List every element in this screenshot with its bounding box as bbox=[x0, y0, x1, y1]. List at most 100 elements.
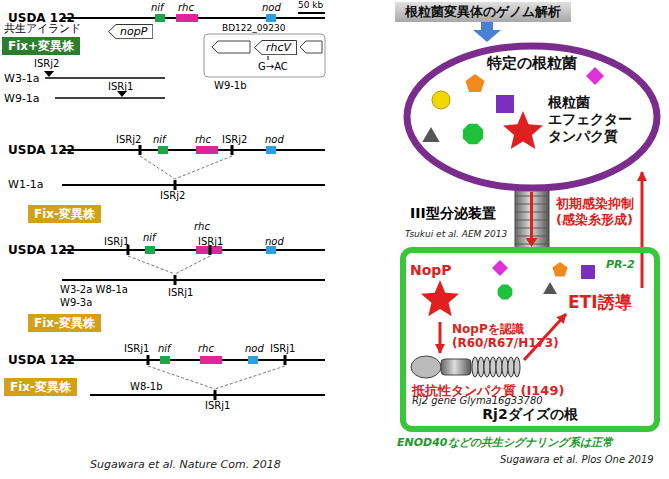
nif-region bbox=[155, 14, 165, 22]
mutant-genome-line bbox=[62, 184, 325, 186]
effector-triangle bbox=[543, 282, 557, 294]
label-text: nod bbox=[245, 343, 264, 355]
resistance-protein-head bbox=[411, 356, 441, 378]
label-text: USDA 122 bbox=[8, 353, 75, 367]
rhc-region bbox=[176, 14, 198, 22]
label-text: nif bbox=[151, 2, 164, 14]
label-text: ENOD40などの共生シグナリング系は正常 bbox=[397, 436, 613, 449]
nod-region bbox=[266, 246, 276, 254]
effector-circle bbox=[432, 91, 450, 109]
insertion-sequence bbox=[174, 180, 177, 190]
lrr-coil bbox=[508, 357, 514, 377]
zoom-frame bbox=[204, 34, 325, 77]
banner-box: 根粒菌変異体のゲノム解析 bbox=[395, 2, 571, 22]
lrr-coil bbox=[478, 357, 484, 377]
label-text: nif bbox=[158, 343, 171, 355]
label-text: ISRj1 bbox=[205, 400, 230, 412]
node-text: 根粒菌変異体のゲノム解析 bbox=[405, 4, 561, 20]
lrr-coil bbox=[502, 357, 508, 377]
label-text: Tsukui et al. AEM 2013 bbox=[405, 229, 507, 240]
node-text: Fix+変異株 bbox=[8, 39, 74, 53]
gene-arrow-box: nopP bbox=[108, 24, 153, 39]
label-text: NopP bbox=[410, 262, 452, 279]
label-text: NopPを認識 (R60/R67/H173) bbox=[452, 322, 559, 351]
nif-region bbox=[160, 356, 170, 364]
insertion-sequence bbox=[174, 275, 177, 285]
gene-arrow-box: rhcV bbox=[254, 40, 297, 55]
cell-illustration bbox=[411, 172, 642, 378]
effector-octagon bbox=[463, 124, 483, 144]
effector-square bbox=[496, 95, 514, 113]
gene-arrow bbox=[212, 41, 250, 53]
lrr-coil bbox=[496, 357, 502, 377]
deletion-guide bbox=[175, 156, 232, 179]
effector-square bbox=[581, 265, 595, 279]
fix-plus-box: Fix+変異株 bbox=[2, 37, 80, 55]
nif-region bbox=[158, 146, 168, 154]
soybean-root-box: Rj2ダイズの根 bbox=[400, 247, 660, 432]
effector-star bbox=[503, 111, 543, 149]
node-text: Rj2ダイズの根 bbox=[406, 406, 654, 423]
type-three-secretion-system bbox=[515, 188, 549, 250]
rhc-region bbox=[200, 356, 222, 364]
effector-octagon bbox=[498, 285, 513, 300]
effector-star bbox=[421, 280, 459, 316]
node-text: Fix-変異株 bbox=[10, 380, 71, 394]
label-text: ISRj2 bbox=[160, 190, 185, 202]
rhc-region bbox=[196, 146, 218, 154]
label-text: ISRj1 bbox=[168, 287, 193, 299]
nod-region bbox=[266, 146, 276, 154]
lrr-coil bbox=[472, 357, 478, 377]
label-text: W3-1a bbox=[4, 72, 40, 85]
label-text: 50 kb bbox=[298, 0, 323, 11]
mutation-tick bbox=[268, 56, 269, 60]
genome-line bbox=[62, 149, 325, 151]
label-text: ISRj2 bbox=[116, 134, 141, 146]
label-text: BD122_09230 bbox=[222, 23, 285, 34]
label-text: W9-3a bbox=[60, 297, 92, 309]
connector-line bbox=[481, 22, 493, 31]
label-text: W1-1a bbox=[8, 178, 44, 191]
deletion-guide bbox=[140, 156, 175, 179]
signal-arrow bbox=[439, 322, 442, 353]
effector-diamond bbox=[586, 67, 604, 85]
effector-pentagon bbox=[552, 262, 567, 276]
label-text: rhc bbox=[198, 343, 214, 355]
mutant-genome-line bbox=[62, 279, 325, 281]
effector-pentagon bbox=[465, 74, 484, 92]
resistance-protein-body bbox=[441, 359, 471, 375]
label-text: PR-2 bbox=[606, 258, 635, 271]
connector-arrow bbox=[473, 22, 501, 42]
lrr-coil bbox=[490, 357, 496, 377]
label-text: Sugawara et al. Plos One 2019 bbox=[500, 454, 654, 466]
lrr-coil bbox=[484, 357, 490, 377]
insertion-sequence bbox=[147, 355, 150, 365]
rhc-region bbox=[196, 246, 222, 254]
gene-arrow bbox=[300, 41, 322, 53]
node-text: 根粒菌 エフェクター タンパク質 bbox=[548, 94, 632, 144]
node-text: nopP bbox=[120, 25, 147, 38]
label-text: W8-1b bbox=[130, 381, 163, 393]
label-text: USDA 122 bbox=[8, 143, 75, 157]
deletion-guide bbox=[128, 256, 175, 274]
label-text: ISRj2 bbox=[34, 58, 59, 70]
fix-minus-box: Fix-変異株 bbox=[4, 378, 77, 396]
node-text: rhcV bbox=[266, 41, 291, 54]
label-text: Rj2 gene Glyma16g33780 bbox=[412, 395, 543, 407]
scale-bar bbox=[298, 12, 325, 14]
label-text: ISRj1 bbox=[270, 343, 295, 355]
insertion-sequence bbox=[231, 145, 234, 155]
node-text: Fix-変異株 bbox=[34, 316, 95, 330]
signal-arrow bbox=[641, 172, 644, 288]
node-text: Fix-変異株 bbox=[34, 207, 95, 221]
label-text: G→AC bbox=[258, 61, 288, 73]
effector-triangle bbox=[422, 127, 439, 142]
label-text: nod bbox=[265, 236, 284, 248]
node-text: 特定の根粒菌 bbox=[403, 54, 661, 72]
label-text: nif bbox=[153, 134, 166, 146]
deletion-guide bbox=[175, 256, 210, 274]
insertion-sequence bbox=[284, 355, 287, 365]
genome-line bbox=[62, 249, 325, 251]
label-text: ETI誘導 bbox=[568, 292, 632, 312]
